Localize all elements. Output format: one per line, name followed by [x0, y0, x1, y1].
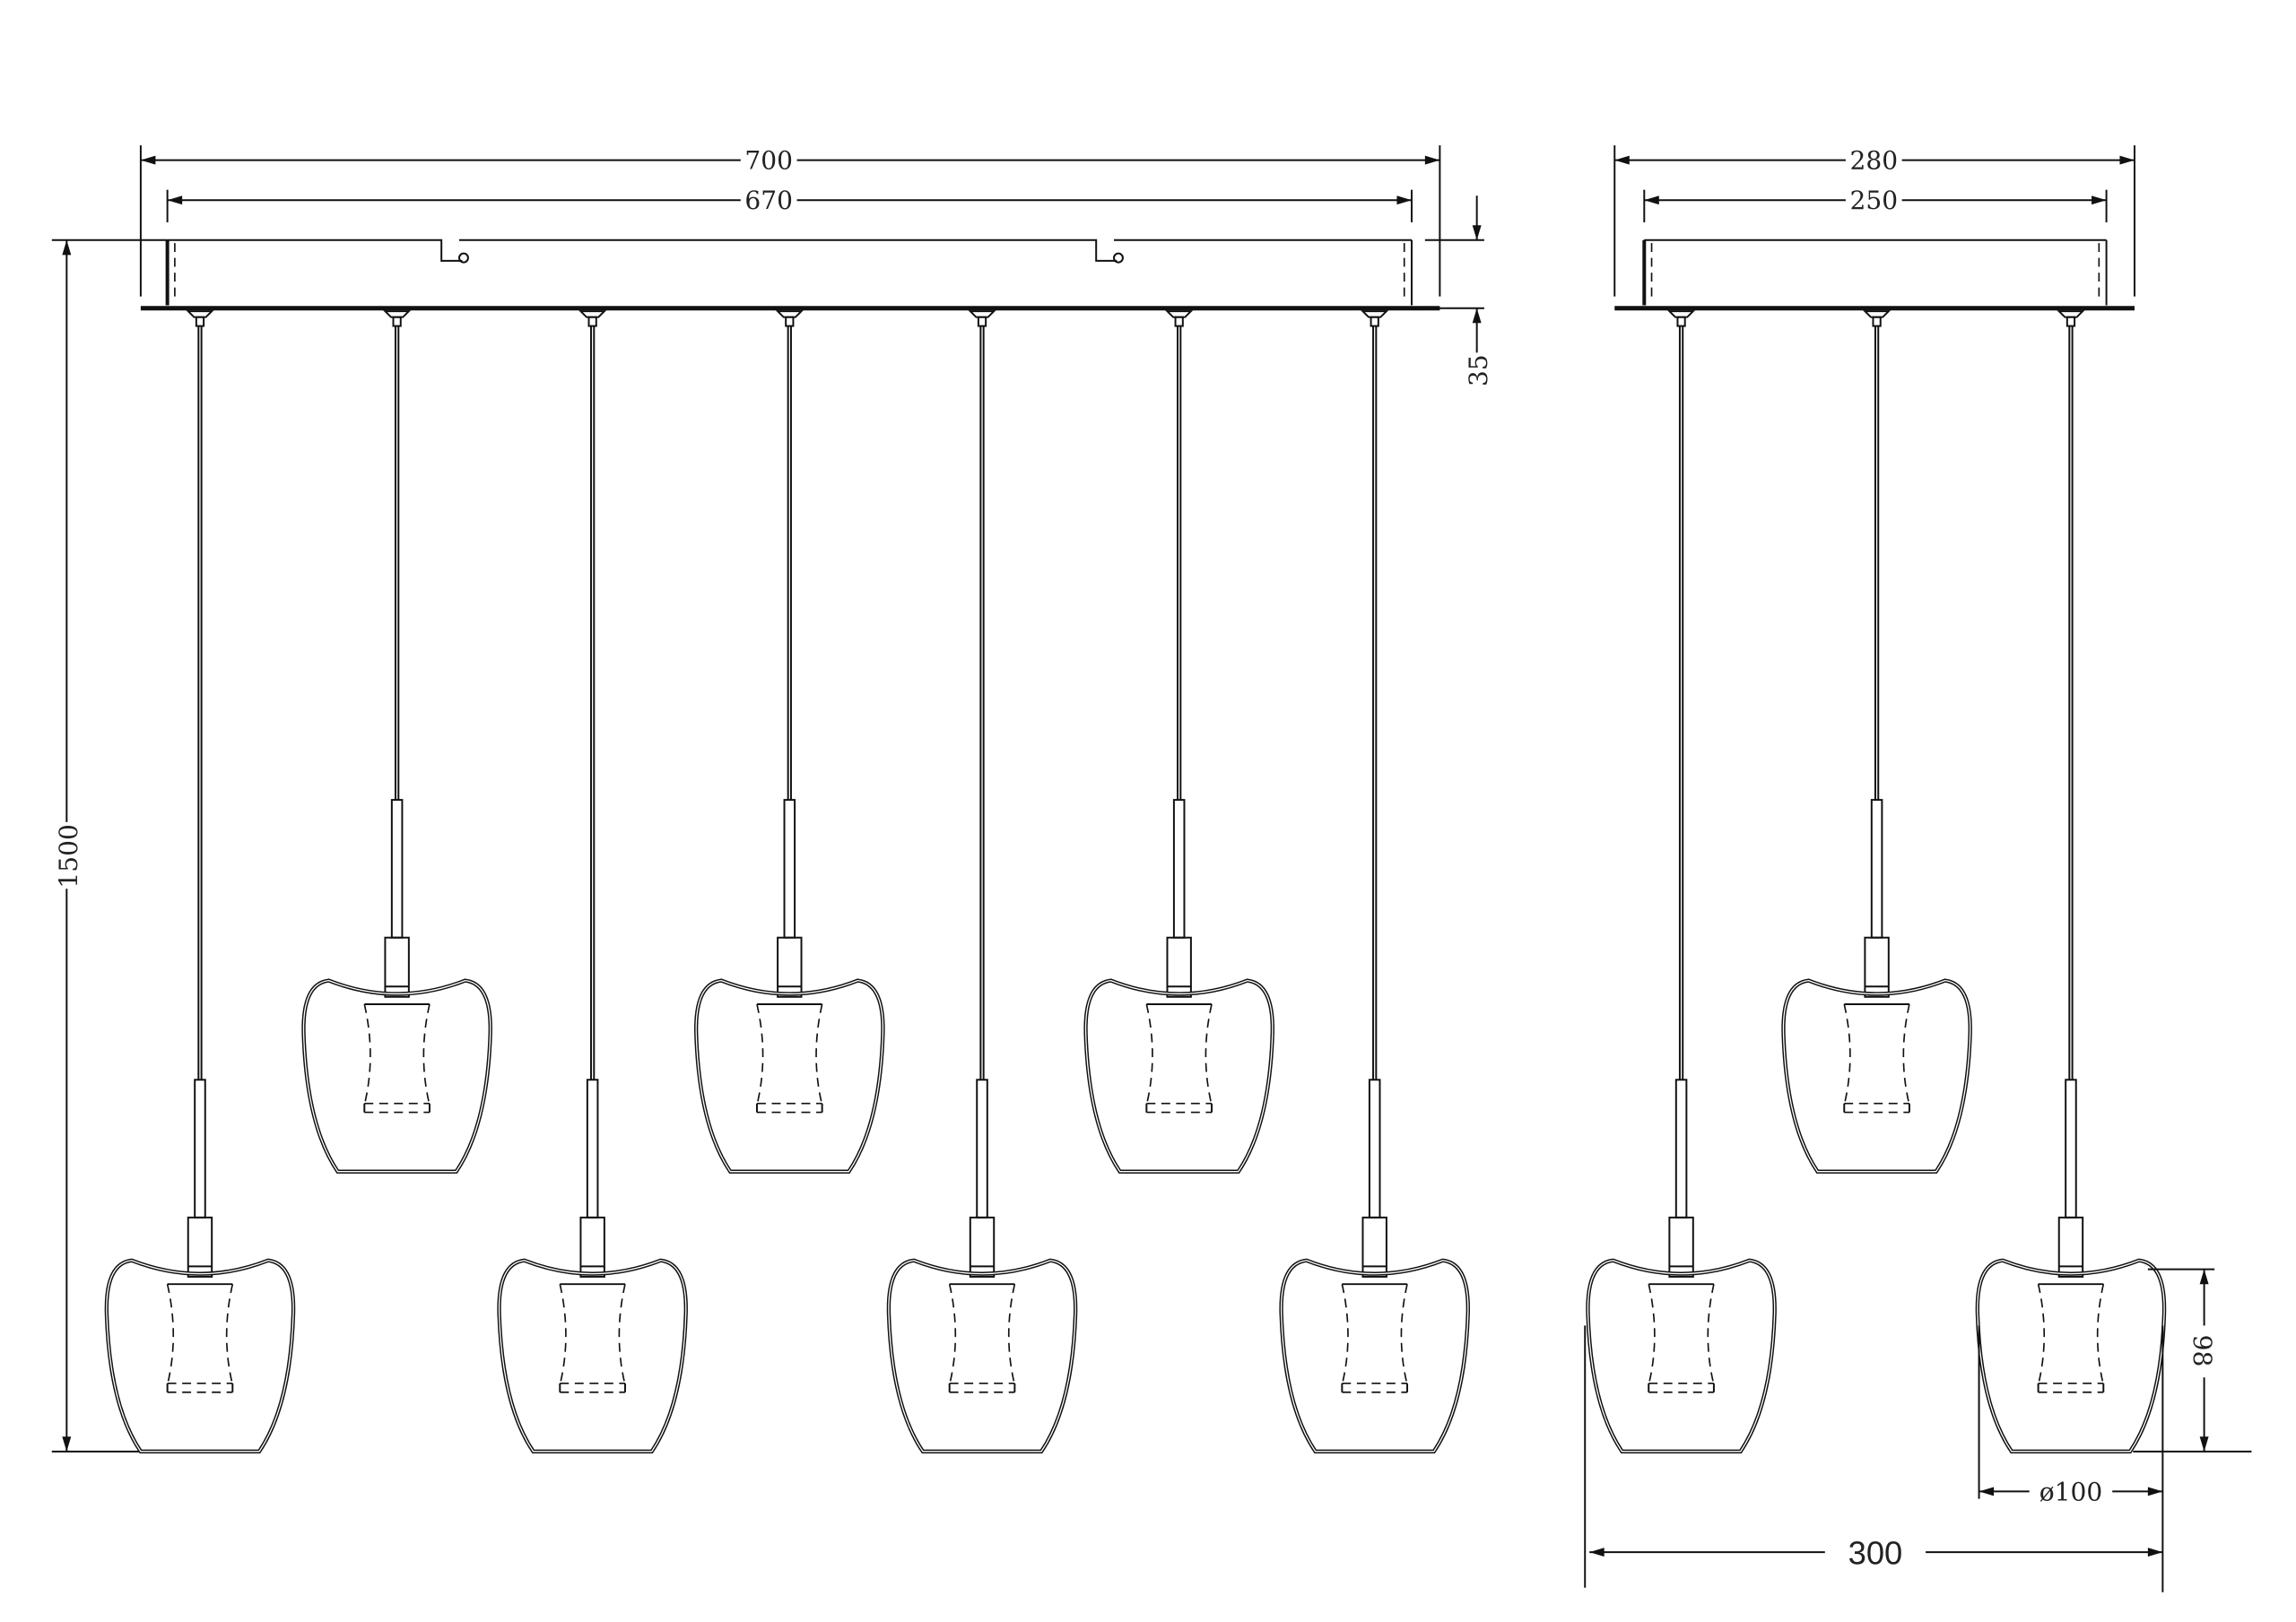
mount-stem — [587, 316, 597, 327]
pendant — [301, 310, 492, 1174]
mount-cap — [775, 310, 804, 318]
rod — [586, 1079, 599, 1219]
mount-cap — [1666, 310, 1696, 318]
mount-stem — [392, 316, 402, 327]
mount-cap — [1862, 310, 1892, 318]
pendant — [1279, 310, 1470, 1453]
side-view: 280 250 98 — [1584, 145, 2252, 1592]
glass-shade — [1083, 978, 1274, 1174]
mount-stem — [195, 316, 205, 327]
dimension-label-1500: 1500 — [54, 824, 83, 888]
mount-stem — [785, 316, 795, 327]
socket — [1166, 936, 1192, 998]
inner-diffuser — [2037, 1284, 2105, 1385]
dimension-300: 300 — [1584, 1325, 2163, 1588]
dimension-label-280: 280 — [1850, 146, 1899, 176]
glass-shade — [1279, 1258, 1470, 1453]
glass-shade — [886, 1258, 1078, 1453]
dimension-35: 35 — [1424, 195, 1493, 386]
dimension-label-35: 35 — [1464, 354, 1493, 386]
dimension-280: 280 — [1613, 145, 2135, 297]
dimension-label-300: 300 — [1848, 1534, 1903, 1571]
inner-diffuser — [948, 1284, 1016, 1385]
side-pendants — [1586, 310, 2167, 1453]
mount-stem — [1676, 316, 1686, 327]
socket — [969, 1216, 996, 1278]
socket — [384, 936, 410, 998]
inner-diffuser — [1843, 1003, 1910, 1106]
mount-cap — [383, 310, 412, 318]
dimension-label-diameter-100: ø100 — [2039, 1477, 2102, 1506]
inner-diffuser — [1145, 1003, 1213, 1106]
socket — [1361, 1216, 1387, 1278]
mount-cap — [1361, 310, 1389, 318]
socket — [777, 936, 803, 998]
pendant — [1586, 310, 1777, 1453]
dimension-700: 700 — [139, 145, 1441, 297]
mount-cap — [2057, 310, 2085, 318]
rod — [390, 799, 404, 939]
pendant — [1975, 310, 2167, 1453]
rod — [1870, 799, 1883, 939]
inner-diffuser — [363, 1003, 430, 1106]
socket — [1864, 936, 1890, 998]
inner-diffuser — [1341, 1284, 1408, 1385]
inner-diffuser — [559, 1284, 626, 1385]
pendant — [497, 310, 688, 1453]
rod — [194, 1079, 206, 1219]
glass-shade — [104, 1258, 296, 1453]
glass-shade — [1781, 978, 1972, 1174]
rod — [1368, 1079, 1381, 1219]
rod — [783, 799, 796, 939]
rod — [976, 1079, 988, 1219]
pendant — [886, 310, 1078, 1453]
dimension-250: 250 — [1643, 186, 2108, 222]
rod — [1674, 1079, 1688, 1219]
dimension-98: 98 — [2133, 1268, 2252, 1453]
socket — [579, 1216, 605, 1278]
mount-cap — [1165, 310, 1194, 318]
dimension-670: 670 — [166, 186, 1413, 222]
mount-stem — [1370, 316, 1379, 327]
inner-diffuser — [1648, 1284, 1715, 1385]
mount-cap — [186, 310, 214, 318]
dimension-label-700: 700 — [744, 146, 793, 176]
dimension-label-98: 98 — [2187, 1335, 2217, 1367]
inner-diffuser — [166, 1284, 234, 1385]
inner-diffuser — [756, 1003, 823, 1106]
mount-stem — [1174, 316, 1184, 327]
mount-stem — [1872, 316, 1882, 327]
mount-stem — [2066, 316, 2076, 327]
front-pendants — [104, 310, 1470, 1453]
mount-cap — [968, 310, 996, 318]
glass-shade — [1975, 1258, 2167, 1453]
dimension-label-250: 250 — [1850, 186, 1899, 215]
mount-stem — [977, 316, 987, 327]
dimension-diameter-100: ø100 — [1978, 1325, 2164, 1592]
front-view: 700 670 35 — [51, 145, 1493, 1453]
rod — [1172, 799, 1186, 939]
pendant — [1781, 310, 1972, 1174]
glass-shade — [1586, 1258, 1777, 1453]
pendant — [1083, 310, 1274, 1174]
mount-cap — [578, 310, 607, 318]
glass-shade — [694, 978, 885, 1174]
pendant — [104, 310, 296, 1453]
glass-shade — [497, 1258, 688, 1453]
side-canopy — [1614, 239, 2135, 311]
socket — [1668, 1216, 1694, 1278]
glass-shade — [301, 978, 492, 1174]
socket — [2057, 1216, 2084, 1278]
rod — [2065, 1079, 2077, 1219]
socket — [187, 1216, 213, 1278]
canopy — [140, 239, 1440, 311]
dimension-label-670: 670 — [744, 186, 793, 215]
pendant — [694, 310, 885, 1174]
